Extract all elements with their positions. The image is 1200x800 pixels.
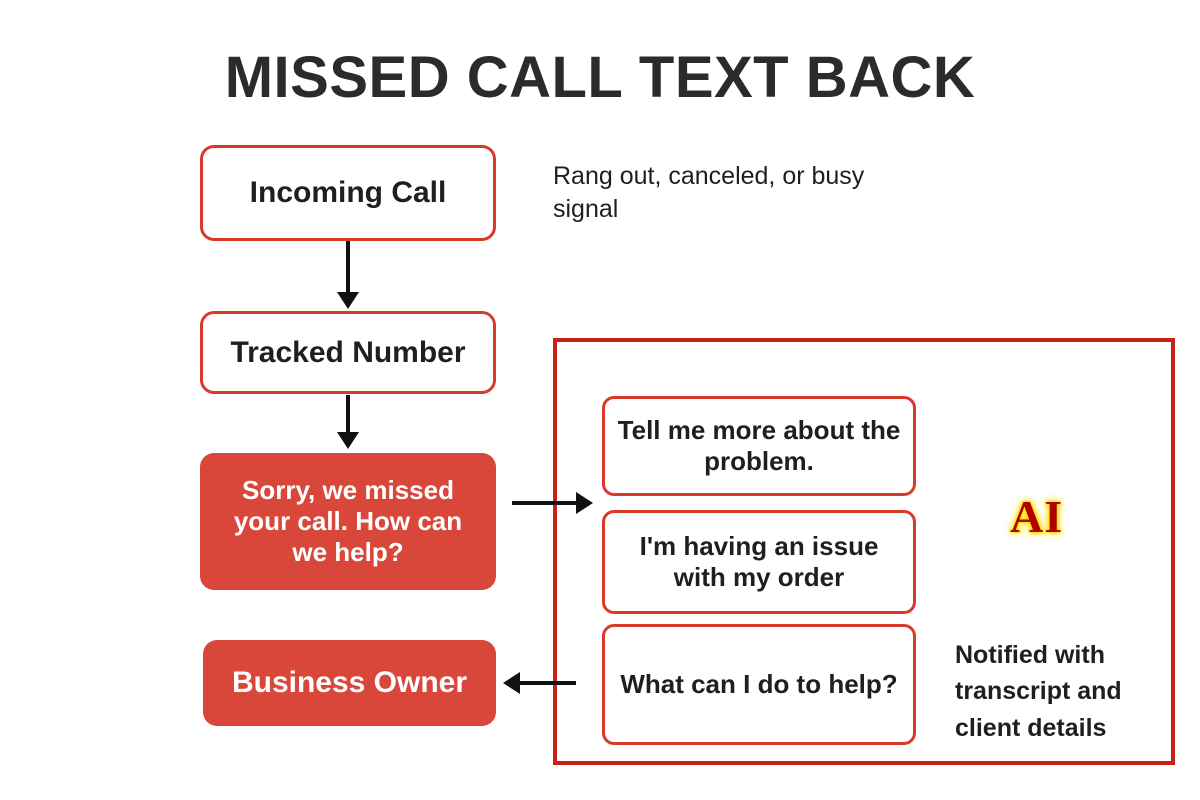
arrow-shaft bbox=[346, 241, 350, 293]
arrow-head-icon bbox=[337, 292, 359, 309]
chat-bubble-agent-prompt[interactable]: Tell me more about the problem. bbox=[602, 396, 916, 496]
node-incoming-call[interactable]: Incoming Call bbox=[200, 145, 496, 241]
node-business-owner[interactable]: Business Owner bbox=[203, 640, 496, 726]
ai-label: AI bbox=[1010, 491, 1064, 542]
annotation-call-outcome: Rang out, canceled, or busy signal bbox=[553, 162, 865, 223]
node-tracked-number[interactable]: Tracked Number bbox=[200, 311, 496, 394]
arrow-head-icon bbox=[576, 492, 593, 514]
arrow-head-icon bbox=[503, 672, 520, 694]
annotation-owner-notification: Notified with transcript and client deta… bbox=[955, 641, 1122, 742]
page-title: MISSED CALL TEXT BACK bbox=[224, 45, 976, 110]
chat-bubble-customer-reply[interactable]: I'm having an issue with my order bbox=[602, 510, 916, 614]
arrow-shaft bbox=[512, 501, 580, 505]
chat-bubble-agent-followup[interactable]: What can I do to help? bbox=[602, 624, 916, 745]
arrow-shaft bbox=[346, 395, 350, 433]
ai-panel-container bbox=[553, 338, 1175, 765]
node-auto-reply-message[interactable]: Sorry, we missed your call. How can we h… bbox=[200, 453, 496, 590]
arrow-shaft bbox=[516, 681, 576, 685]
arrow-head-icon bbox=[337, 432, 359, 449]
